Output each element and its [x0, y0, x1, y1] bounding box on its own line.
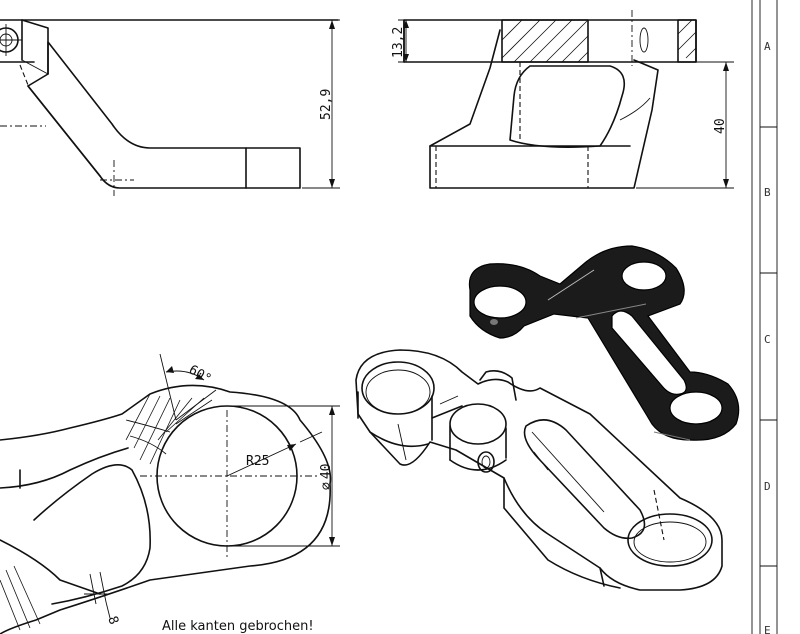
dimension-height-side: 40 [713, 118, 728, 134]
dimension-height-side-top: 13,2 [391, 27, 406, 58]
zone-label-c: C [764, 333, 771, 346]
front-view [0, 19, 340, 196]
zone-label-a: A [764, 40, 771, 53]
diameter-value: 40 [319, 464, 334, 480]
dimension-diameter: ⌀ 40 [319, 464, 334, 490]
sheet-frame [751, 0, 778, 634]
dimension-height-front: 52,9 [319, 89, 334, 120]
side-view [398, 10, 734, 189]
zone-label-b: B [764, 186, 771, 199]
isometric-wireframe-view [355, 349, 723, 591]
general-note: Alle kanten gebrochen! [162, 619, 314, 634]
zone-label-e: E [764, 624, 771, 634]
zone-label-d: D [764, 480, 771, 493]
dimension-angle: 60° [186, 362, 214, 387]
diameter-symbol: ⌀ [319, 482, 334, 490]
isometric-solid-render [468, 245, 740, 441]
dimension-radius: R25 [246, 454, 269, 469]
top-view [0, 353, 340, 634]
dimension-wall: 8 [104, 614, 121, 626]
